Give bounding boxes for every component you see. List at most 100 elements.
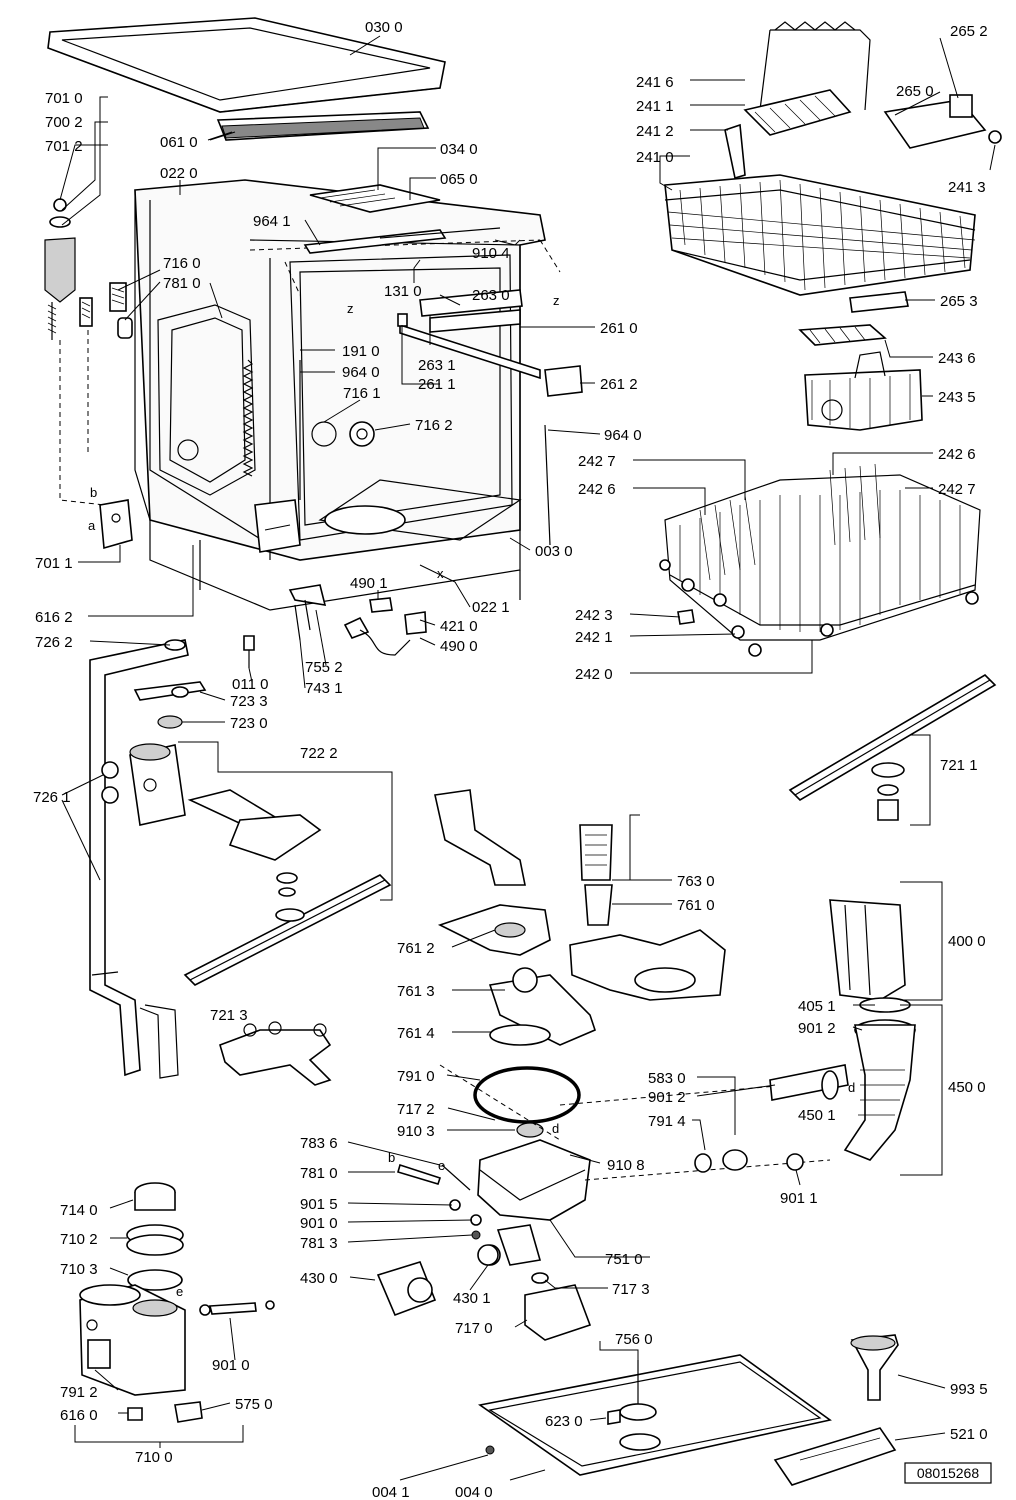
part-label-l2411: 241 1 [636, 98, 674, 115]
part-label-l5210: 521 0 [950, 1426, 988, 1443]
part-label-l4301: 430 1 [453, 1290, 491, 1307]
part-label-l7233: 723 3 [230, 693, 268, 710]
document-id-box: 08015268 [904, 1462, 992, 1484]
part-label-l2652: 265 2 [950, 23, 988, 40]
worktop-lid [47, 17, 446, 113]
part-label-l9640b: 964 0 [604, 427, 642, 444]
part-label-l7560: 756 0 [615, 1331, 653, 1348]
power-cord-parts [288, 584, 427, 656]
part-label-l4210: 421 0 [440, 618, 478, 635]
part-label-l0110: 011 0 [232, 676, 268, 693]
part-label-l9015: 901 5 [300, 1196, 338, 1213]
part-label-l4300: 430 0 [300, 1270, 338, 1287]
water-supply-pipe [89, 639, 189, 1079]
ref-letter-re2: e [176, 1284, 183, 1299]
part-label-l7614: 761 4 [397, 1025, 435, 1042]
part-label-l1910: 191 0 [342, 343, 380, 360]
top-rails [303, 184, 501, 254]
part-label-l6230: 623 0 [545, 1413, 583, 1430]
part-label-l2421: 242 1 [575, 629, 613, 646]
drain-pump-and-pipe [694, 899, 916, 1173]
side-rails [397, 289, 583, 397]
part-label-l7140: 714 0 [60, 1202, 98, 1219]
hose-connectors [397, 1163, 482, 1240]
ref-letter-rz2: z [553, 293, 560, 308]
part-label-l9010b: 901 0 [212, 1357, 250, 1374]
upper-basket [664, 21, 1002, 431]
part-label-l7610: 761 0 [677, 897, 715, 914]
part-label-l7810a: 781 0 [163, 275, 201, 292]
part-label-l2420: 242 0 [575, 666, 613, 683]
part-label-l7552: 755 2 [305, 659, 343, 676]
part-label-l7612: 761 2 [397, 940, 435, 957]
ref-letter-rb: b [90, 485, 97, 500]
spray-arm-bracket [219, 1021, 332, 1086]
part-label-l7510: 751 0 [605, 1251, 643, 1268]
part-label-l7012: 701 2 [45, 138, 83, 155]
part-label-l2611: 261 1 [418, 376, 456, 393]
part-label-l9108: 910 8 [607, 1157, 645, 1174]
lower-spray-arm-assembly [129, 743, 392, 986]
part-label-l7810b: 781 0 [300, 1165, 338, 1182]
part-label-l4901: 490 1 [350, 575, 388, 592]
reference-letters: a b z z x d d b e e [88, 293, 855, 1299]
part-label-l7211: 721 1 [940, 757, 978, 774]
part-label-l0041: 004 1 [372, 1484, 410, 1500]
upper-spray-arm [788, 673, 997, 821]
part-label-l2427b: 242 7 [938, 481, 976, 498]
part-label-l9011: 901 1 [780, 1190, 818, 1207]
part-label-l7162: 716 2 [415, 417, 453, 434]
part-label-l9640a: 964 0 [342, 364, 380, 381]
part-label-l7630: 763 0 [677, 873, 715, 890]
part-label-l9010a: 901 0 [300, 1215, 338, 1232]
part-label-l7261: 726 1 [33, 789, 71, 806]
part-label-l7170: 717 0 [455, 1320, 493, 1337]
part-label-l0300: 030 0 [365, 19, 403, 36]
adjustable-foot-parts [44, 198, 133, 550]
part-label-l2426a: 242 6 [938, 446, 976, 463]
part-label-l7161: 716 1 [343, 385, 381, 402]
part-label-l1310: 131 0 [384, 283, 422, 300]
part-label-l2416: 241 6 [636, 74, 674, 91]
part-label-l7173: 717 3 [612, 1281, 650, 1298]
base-plate [477, 1334, 899, 1486]
ref-letter-rd1: d [552, 1121, 559, 1136]
part-label-l2435: 243 5 [938, 389, 976, 406]
part-label-l9104: 910 4 [472, 245, 510, 262]
part-label-l2426b: 242 6 [578, 481, 616, 498]
part-label-l4500: 450 0 [948, 1079, 986, 1096]
part-label-l7172: 717 2 [397, 1101, 435, 1118]
part-label-l6160: 616 0 [60, 1407, 98, 1424]
insulation-strip [209, 111, 430, 141]
ref-letter-rd2: d [848, 1080, 855, 1095]
part-label-l2412: 241 2 [636, 123, 674, 140]
part-label-l7912: 791 2 [60, 1384, 98, 1401]
ref-letter-rb2: b [388, 1150, 395, 1165]
part-label-l9935: 993 5 [950, 1381, 988, 1398]
ref-letter-rx: x [437, 566, 444, 581]
ref-letter-re1: e [438, 1158, 445, 1173]
part-label-l9012a: 901 2 [798, 1020, 836, 1037]
part-label-l7002: 700 2 [45, 114, 83, 131]
part-label-l7262: 726 2 [35, 634, 73, 651]
part-label-l2612: 261 2 [600, 376, 638, 393]
part-label-l0040: 004 0 [455, 1484, 493, 1500]
part-label-l2436: 243 6 [938, 350, 976, 367]
part-label-l0650: 065 0 [440, 171, 478, 188]
part-label-l2650: 265 0 [896, 83, 934, 100]
part-label-l7813: 781 3 [300, 1235, 338, 1252]
ref-letter-rz1: z [347, 301, 354, 316]
part-label-l2413: 241 3 [948, 179, 986, 196]
part-label-l4501: 450 1 [798, 1107, 836, 1124]
part-label-l2653: 265 3 [940, 293, 978, 310]
part-label-l4000: 400 0 [948, 933, 986, 950]
part-label-l0220: 022 0 [160, 165, 198, 182]
ref-letter-ra: a [88, 518, 96, 533]
part-label-l7230: 723 0 [230, 715, 268, 732]
part-label-l0340: 034 0 [440, 141, 478, 158]
part-label-l9012b: 901 2 [648, 1089, 686, 1106]
part-label-l5750: 575 0 [235, 1396, 273, 1413]
